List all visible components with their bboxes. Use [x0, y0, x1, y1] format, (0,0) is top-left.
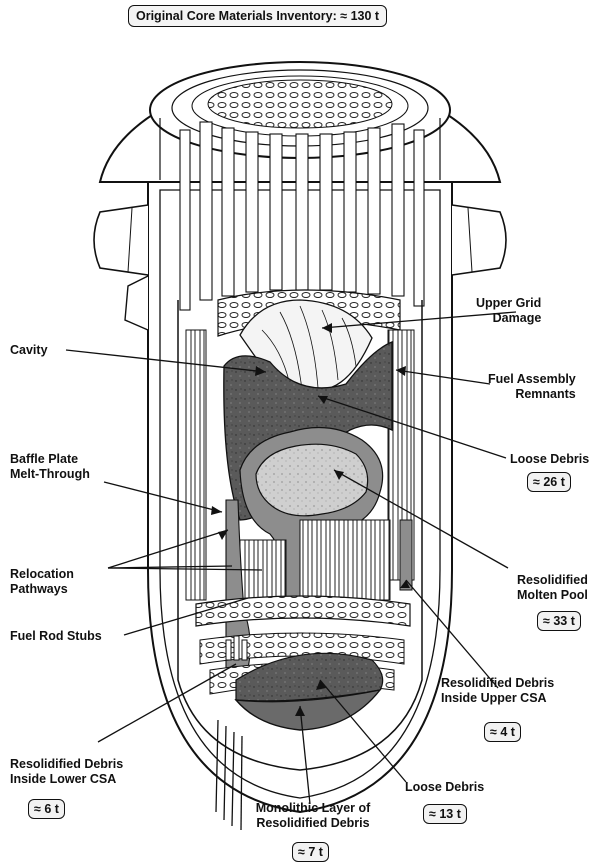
label-line: Monolithic Layer of	[248, 801, 378, 816]
label-line: Resolidified	[517, 573, 588, 588]
label-relocation-pathways: Relocation Pathways	[10, 567, 74, 597]
label-line: Upper Grid	[476, 296, 541, 311]
label-monolithic-layer: Monolithic Layer of Resolidified Debris	[248, 801, 378, 831]
lower-fuel-rods	[300, 520, 390, 600]
label-line: Pathways	[10, 582, 74, 597]
fuel-rod-stubs	[226, 636, 247, 660]
label-fuel-rod-stubs: Fuel Rod Stubs	[10, 629, 102, 644]
left-nozzle	[94, 205, 148, 275]
mass-badge-loose-debris-upper: ≈ 26 t	[527, 472, 571, 492]
label-line: Baffle Plate	[10, 452, 90, 467]
mass-badge-monolithic-layer: ≈ 7 t	[292, 842, 329, 862]
label-line: Fuel Assembly	[488, 372, 576, 387]
label-line: Resolidified Debris	[441, 676, 554, 691]
label-resolidified-molten-pool: Resolidified Molten Pool	[517, 573, 588, 603]
label-upper-grid-damage: Upper Grid Damage	[476, 296, 541, 326]
label-line: Inside Lower CSA	[10, 772, 123, 787]
mass-badge-molten-pool: ≈ 33 t	[537, 611, 581, 631]
mass-badge-lower-csa: ≈ 6 t	[28, 799, 65, 819]
label-line: Melt-Through	[10, 467, 90, 482]
label-line: Resolidified Debris	[248, 816, 378, 831]
label-line: Inside Upper CSA	[441, 691, 554, 706]
label-baffle-plate: Baffle Plate Melt-Through	[10, 452, 90, 482]
label-line: Relocation	[10, 567, 74, 582]
label-resolidified-upper-csa: Resolidified Debris Inside Upper CSA	[441, 676, 554, 706]
label-loose-debris-lower: Loose Debris	[405, 780, 484, 795]
label-line: Remnants	[488, 387, 576, 402]
right-nozzle	[452, 205, 506, 275]
mass-badge-upper-csa: ≈ 4 t	[484, 722, 521, 742]
left-nozzle-lower	[125, 276, 148, 330]
label-resolidified-lower-csa: Resolidified Debris Inside Lower CSA	[10, 757, 123, 787]
label-line: Molten Pool	[517, 588, 588, 603]
label-loose-debris-upper: Loose Debris	[510, 452, 589, 467]
label-line: Damage	[476, 311, 541, 326]
mass-badge-loose-debris-lower: ≈ 13 t	[423, 804, 467, 824]
label-line: Resolidified Debris	[10, 757, 123, 772]
label-fuel-assembly-remnants: Fuel Assembly Remnants	[488, 372, 576, 402]
label-cavity: Cavity	[10, 343, 48, 358]
